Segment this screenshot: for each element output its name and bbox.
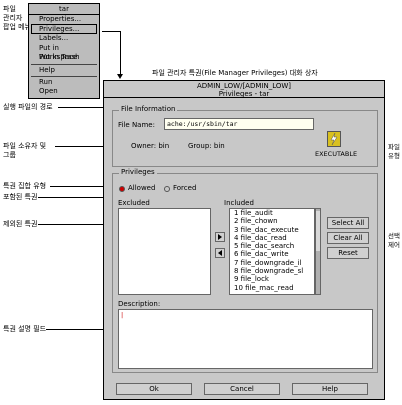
callout-excluded-privs: 제외된 특권 [3, 220, 38, 228]
forced-radio[interactable] [164, 186, 170, 192]
menu-item-help[interactable]: Help [39, 65, 55, 74]
list-item[interactable]: 8 file_downgrade_sl [234, 267, 304, 276]
menu-separator [31, 75, 97, 77]
menu-item-run[interactable]: Run [39, 77, 53, 86]
callout-select-control: 선택 제어 [388, 232, 400, 249]
executable-file-icon [327, 131, 341, 147]
list-item[interactable]: 6 file_dac_write [234, 250, 289, 259]
move-right-button[interactable] [215, 232, 225, 242]
callout-file-owner-group: 파일 소유자 및 그룹 [3, 142, 47, 159]
included-list-scrollbar[interactable] [315, 208, 321, 295]
dialog-title-subtitle: Privileges - tar [218, 90, 270, 98]
description-label: Description: [118, 300, 161, 308]
list-item[interactable]: 5 file_dac_search [234, 242, 295, 251]
file-name-field[interactable]: ache:/usr/sbin/tar [164, 118, 314, 130]
file-information-label: File Information [119, 105, 178, 113]
allowed-label: Allowed [128, 184, 156, 192]
excluded-label: Excluded [118, 199, 150, 207]
menu-item-put-in-trash[interactable]: Put in Trash [39, 53, 80, 62]
file-information-group: File Information File Name: ache:/usr/sb… [112, 105, 378, 167]
arrow-left-icon [218, 250, 222, 256]
move-left-button[interactable] [215, 248, 225, 258]
list-item[interactable]: 3 file_dac_execute [234, 225, 299, 234]
group-text: Group: bin [188, 142, 225, 150]
dialog-title: ADMIN_LOW/[ADMIN_LOW] Privileges - tar [104, 81, 384, 98]
menu-item-labels[interactable]: Labels... [39, 34, 69, 43]
reset-button[interactable]: Reset [327, 247, 369, 259]
leader-line [38, 224, 110, 225]
list-item[interactable]: 1 file_audit [234, 209, 273, 217]
privileges-dialog: ADMIN_LOW/[ADMIN_LOW] Privileges - tar F… [103, 80, 385, 400]
menu-item-properties[interactable]: Properties... [39, 15, 82, 23]
callout-exec-path: 실행 파일의 경로 [3, 103, 53, 111]
privileges-group: Privileges Allowed Forced Excluded Inclu… [112, 168, 378, 373]
privileges-label: Privileges [119, 168, 157, 176]
file-type-label: EXECUTABLE [315, 150, 358, 158]
list-item[interactable]: 9 file_lock [234, 275, 269, 284]
owner-text: Owner: bin [131, 142, 170, 150]
leader-line [120, 31, 121, 76]
callout-priv-set-type: 특권 집합 유형 [3, 182, 47, 190]
arrow-right-icon [218, 234, 222, 240]
menu-item-privileges[interactable]: Privileges... [31, 24, 97, 35]
menu-item-open[interactable]: Open [39, 87, 58, 96]
callout-file-type: 파일 유형 [388, 143, 400, 160]
leader-line [46, 329, 110, 330]
dialog-title-label: ADMIN_LOW/[ADMIN_LOW] [196, 82, 292, 90]
file-name-label: File Name: [118, 121, 155, 129]
ok-button[interactable]: Ok [116, 383, 192, 395]
allowed-radio[interactable] [119, 186, 125, 192]
menu-item-put-in-workspace[interactable]: Put in Workspace [39, 43, 78, 62]
callout-dialog-caption: 파일 관리자 특권(File Manager Privileges) 대화 상자 [152, 69, 318, 77]
included-list[interactable]: 1 file_audit 2 file_chown 3 file_dac_exe… [229, 208, 315, 295]
callout-desc-field: 특권 설명 필드 [3, 325, 47, 333]
leader-line [50, 186, 118, 187]
list-item[interactable]: 4 file_dac_read [234, 233, 287, 242]
file-manager-popup-menu: tar Properties... Privileges... Labels..… [28, 3, 100, 99]
scrollbar-thumb[interactable] [316, 211, 320, 251]
cancel-button[interactable]: Cancel [204, 383, 280, 395]
description-field[interactable]: | [118, 309, 373, 369]
leader-line [55, 146, 110, 147]
included-label: Included [224, 199, 254, 207]
menu-separator [31, 63, 97, 65]
list-item[interactable]: 7 file_downgrade_il [234, 258, 302, 267]
list-item[interactable]: 10 file_mac_read [234, 283, 294, 292]
forced-label: Forced [173, 184, 197, 192]
callout-popup-menu: 파일 관리자 팝업 메뉴 [3, 5, 31, 31]
list-item[interactable]: 2 file_chown [234, 217, 278, 226]
menu-title: tar [29, 4, 99, 15]
help-button[interactable]: Help [292, 383, 368, 395]
leader-line [58, 107, 113, 108]
clear-all-button[interactable]: Clear All [327, 232, 369, 244]
excluded-list[interactable] [118, 208, 211, 295]
select-all-button[interactable]: Select All [327, 217, 369, 229]
leader-line [102, 31, 120, 32]
callout-included-privs: 포함된 특권 [3, 193, 38, 201]
arrow-down-icon [117, 74, 123, 79]
